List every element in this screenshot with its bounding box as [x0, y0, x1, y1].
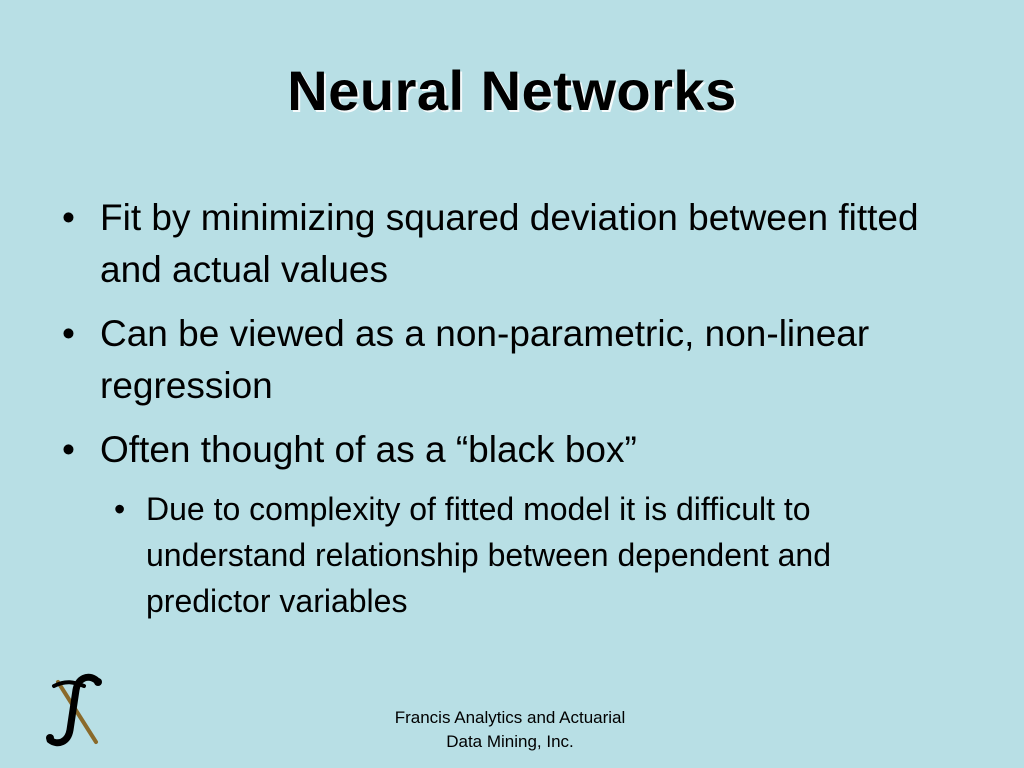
bullet-text: Often thought of as a “black box”: [100, 429, 637, 470]
footer-line-2: Data Mining, Inc.: [446, 732, 574, 751]
bullet-item: • Can be viewed as a non-parametric, non…: [56, 308, 956, 412]
bullet-item: • Fit by minimizing squared deviation be…: [56, 192, 956, 296]
bullet-marker: •: [62, 197, 75, 238]
bullet-text: Fit by minimizing squared deviation betw…: [100, 197, 919, 290]
bullet-item: • Often thought of as a “black box”: [56, 424, 956, 476]
slide-title: Neural Networks: [287, 59, 737, 122]
bullet-marker: •: [62, 429, 75, 470]
footer-text: Francis Analytics and Actuarial Data Min…: [330, 706, 690, 754]
sub-bullet-list: • Due to complexity of fitted model it i…: [56, 486, 956, 624]
fa-monogram-logo-icon: [44, 672, 114, 748]
logo-graphic: [46, 673, 102, 747]
bullet-list: • Fit by minimizing squared deviation be…: [56, 192, 956, 624]
sub-bullet-marker: •: [114, 491, 126, 527]
sub-bullet-group: • Due to complexity of fitted model it i…: [56, 486, 956, 624]
footer-line-1: Francis Analytics and Actuarial: [394, 708, 626, 727]
bullet-text: Can be viewed as a non-parametric, non-l…: [100, 313, 870, 406]
bullet-marker: •: [62, 313, 75, 354]
sub-bullet-text: Due to complexity of fitted model it is …: [146, 491, 831, 619]
sub-bullet-item: • Due to complexity of fitted model it i…: [56, 486, 956, 624]
